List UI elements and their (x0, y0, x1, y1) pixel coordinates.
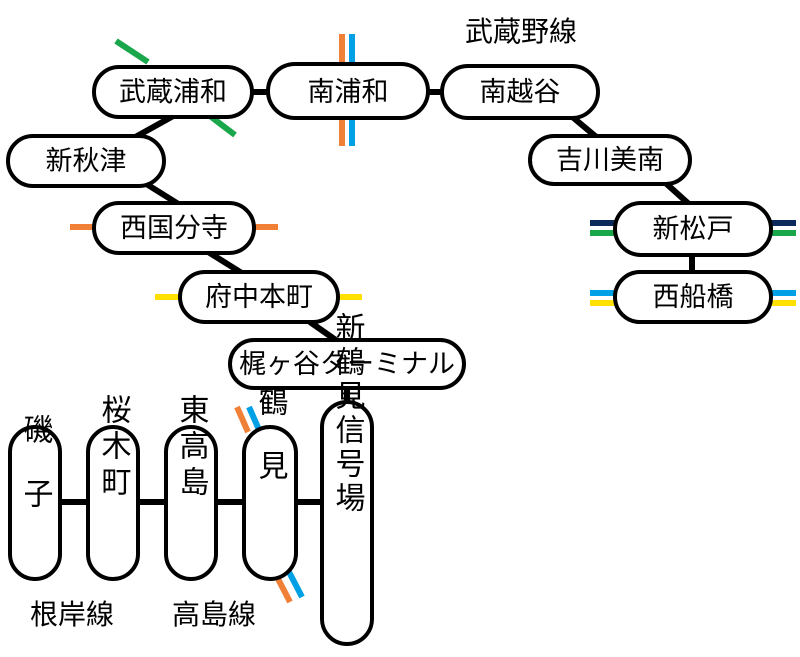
station-label: 梶ヶ谷ターミナル (239, 349, 455, 380)
station-shin-tsurumi-signal[interactable]: 新鶴見信号場 (320, 312, 374, 646)
station-label: 新鶴見信号場 (330, 312, 366, 516)
station-minami-koshigaya[interactable]: 南越谷 (440, 64, 600, 120)
station-label: 磯子 (18, 414, 54, 542)
station-isogo[interactable]: 磯子 (8, 414, 62, 581)
green-tick-musashiurawa-lower (208, 113, 237, 138)
station-label: 南浦和 (308, 77, 389, 108)
station-label: 桜木町 (96, 394, 132, 502)
line-label-musashino: 武蔵野線 (465, 15, 577, 48)
station-label: 鶴見 (253, 386, 289, 514)
station-label: 南越谷 (480, 77, 561, 108)
transfer-ticks (70, 34, 796, 604)
station-musashi-urawa[interactable]: 武蔵浦和 (92, 65, 254, 119)
station-yoshikawa-minami[interactable]: 吉川美南 (528, 134, 692, 186)
station-label: 府中本町 (205, 282, 313, 313)
station-label: 新松戸 (653, 214, 734, 245)
station-label: 西船橋 (653, 282, 734, 313)
station-higashi-takashima[interactable]: 東高島 (164, 394, 218, 581)
station-label: 吉川美南 (556, 145, 664, 176)
station-shin-matsudo[interactable]: 新松戸 (613, 201, 773, 257)
line-label-takashima: 高島線 (172, 598, 256, 631)
station-label: 東高島 (174, 394, 209, 502)
line-label-negishi: 根岸線 (30, 598, 114, 631)
station-nishi-kokubunji[interactable]: 西国分寺 (92, 201, 256, 255)
station-sakuragicho[interactable]: 桜木町 (86, 394, 140, 581)
station-kajigaya-terminal[interactable]: 梶ヶ谷ターミナル (228, 338, 466, 390)
orange-tick-tsurumi-upper (234, 405, 251, 434)
station-minami-urawa[interactable]: 南浦和 (266, 62, 430, 120)
sky-tick-tsurumi-lower (285, 568, 305, 599)
station-fuchu-hommachi[interactable]: 府中本町 (178, 270, 340, 324)
station-tsurumi[interactable]: 鶴見 (242, 386, 298, 581)
station-label: 西国分寺 (120, 213, 228, 244)
green-tick-musashiurawa-upper (114, 38, 150, 65)
station-shin-akitsu[interactable]: 新秋津 (6, 134, 166, 188)
station-nishi-funabashi[interactable]: 西船橋 (613, 270, 773, 324)
station-label: 武蔵浦和 (119, 77, 227, 108)
station-label: 新秋津 (46, 146, 127, 177)
